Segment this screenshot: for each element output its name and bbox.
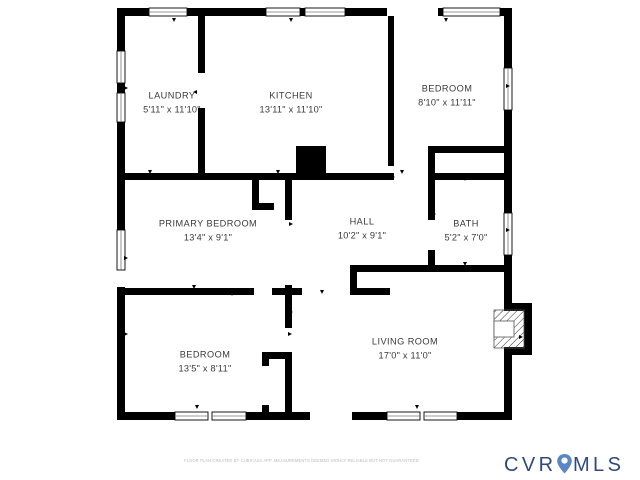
window-top-bedroom: [442, 7, 501, 17]
exterior-walls: [117, 8, 512, 420]
cvrmls-logo: CVR MLS: [504, 454, 624, 476]
room-label-hall: HALL 10'2" x 9'1": [338, 216, 386, 240]
room-label-bedroom-upper: BEDROOM 8'10" x 11'11": [418, 83, 476, 107]
map-pin-icon: [557, 454, 572, 474]
room-label-laundry: LAUNDRY 5'11" x 11'10": [143, 90, 201, 114]
logo-letters-before: CVR: [504, 454, 556, 476]
room-name-bath: BATH: [453, 218, 479, 228]
room-dimensions-laundry: 5'11" x 11'10": [143, 104, 201, 114]
window-top-laundry: [148, 7, 188, 17]
room-name-hall: HALL: [350, 216, 375, 226]
room-label-living-room: LIVING ROOM 17'0" x 11'0": [372, 336, 438, 360]
room-label-kitchen: KITCHEN 13'11" x 11'10": [260, 90, 323, 114]
window-bottom-living-right: [423, 411, 458, 421]
window-top-kitchen-right: [304, 7, 346, 17]
room-name-bedroom-upper: BEDROOM: [422, 83, 473, 93]
window-bottom-living-left: [386, 411, 421, 421]
window-bottom-bedroom-right: [211, 411, 247, 421]
window-right-bedroom: [503, 67, 513, 111]
window-left-laundry-lower: [116, 92, 126, 123]
room-dimensions-hall: 10'2" x 9'1": [338, 230, 386, 240]
window-bottom-bedroom-left: [174, 411, 209, 421]
room-name-kitchen: KITCHEN: [269, 90, 312, 100]
fireplace: [493, 309, 525, 349]
room-dimensions-kitchen: 13'11" x 11'10": [260, 104, 323, 114]
window-left-laundry-upper: [116, 50, 126, 84]
room-dimensions-bedroom-upper: 8'10" x 11'11": [418, 97, 476, 107]
room-name-primary-bedroom: PRIMARY BEDROOM: [159, 218, 257, 228]
window-left-primary-bedroom: [116, 229, 126, 271]
kitchen-appliance-block: [296, 146, 326, 174]
room-label-bath: BATH 5'2" x 7'0": [445, 218, 488, 242]
window-right-bath: [503, 212, 513, 256]
disclaimer-text: FLOOR PLAN CREATED BY CUBICASA APP. MEAS…: [184, 458, 421, 463]
room-dimensions-primary-bedroom: 13'4" x 9'1": [184, 232, 232, 242]
window-top-kitchen-left: [265, 7, 301, 17]
room-name-bedroom-lower: BEDROOM: [180, 349, 231, 359]
door-markers: [124, 18, 523, 409]
room-name-living-room: LIVING ROOM: [372, 336, 438, 346]
room-dimensions-bath: 5'2" x 7'0": [445, 232, 488, 242]
room-name-laundry: LAUNDRY: [149, 90, 196, 100]
logo-letters-after: MLS: [573, 454, 624, 476]
room-label-primary-bedroom: PRIMARY BEDROOM 13'4" x 9'1": [159, 218, 257, 242]
room-dimensions-living-room: 17'0" x 11'0": [379, 350, 432, 360]
room-label-bedroom-lower: BEDROOM 13'5" x 8'11": [179, 349, 232, 373]
room-labels: LAUNDRY 5'11" x 11'10" KITCHEN 13'11" x …: [143, 83, 487, 373]
room-dimensions-bedroom-lower: 13'5" x 8'11": [179, 363, 232, 373]
windows-group: [116, 7, 513, 421]
interior-walls: [117, 16, 532, 420]
